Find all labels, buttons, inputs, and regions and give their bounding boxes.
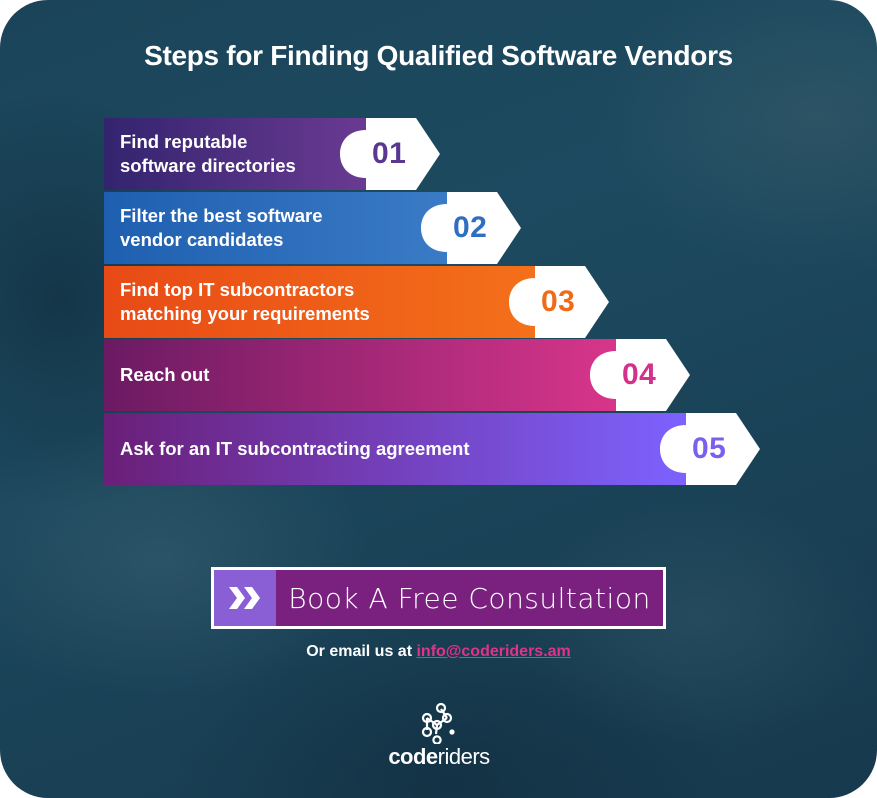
step-text: Reach out <box>120 364 210 385</box>
step-number-tag: 05 <box>660 413 766 485</box>
step-text: Find top IT subcontractors matching your… <box>120 279 370 324</box>
step-number: 01 <box>372 137 407 170</box>
step-text: Ask for an IT subcontracting agreement <box>120 438 470 459</box>
network-nodes-icon <box>421 702 455 745</box>
step-bar: Reach out <box>104 339 616 411</box>
tag-shape <box>421 192 521 264</box>
email-line: Or email us at info@coderiders.am <box>0 643 877 661</box>
cta-label: Book A Free Consultation <box>288 581 651 615</box>
tag-shape <box>509 266 609 338</box>
step-row: Find top IT subcontractors matching your… <box>104 266 615 338</box>
step-row: Find reputable software directories 01 <box>104 118 446 190</box>
step-number-tag: 03 <box>509 266 615 338</box>
double-chevron-right-icon <box>229 587 260 609</box>
step-number-tag: 02 <box>421 192 527 264</box>
step-number-tag: 01 <box>340 118 446 190</box>
step-row: Ask for an IT subcontracting agreement 0… <box>104 413 766 485</box>
tag-shape <box>340 118 440 190</box>
step-number: 04 <box>622 358 657 391</box>
email-link[interactable]: info@coderiders.am <box>416 643 571 660</box>
step-bar: Ask for an IT subcontracting agreement <box>104 413 686 485</box>
step-number: 02 <box>453 211 488 244</box>
step-row: Reach out 04 <box>104 339 696 411</box>
step-bar: Find top IT subcontractors matching your… <box>104 266 535 338</box>
cta-icon-box <box>214 570 276 626</box>
logo-wordmark-light: riders <box>437 744 491 769</box>
tag-shape <box>660 413 760 485</box>
email-prefix: Or email us at <box>306 643 417 660</box>
step-number-tag: 04 <box>590 339 696 411</box>
book-consultation-button[interactable]: Book A Free Consultation <box>211 567 666 629</box>
step-row: Filter the best software vendor candidat… <box>104 192 527 264</box>
step-bar: Find reputable software directories <box>104 118 366 190</box>
logo-wordmark-bold: code <box>388 744 438 769</box>
step-bar: Filter the best software vendor candidat… <box>104 192 447 264</box>
tag-shape <box>590 339 690 411</box>
step-text: Filter the best software vendor candidat… <box>120 205 323 250</box>
step-number: 05 <box>692 432 727 465</box>
step-number: 03 <box>541 285 576 318</box>
step-text: Find reputable software directories <box>120 131 296 176</box>
coderiders-logo: coderiders <box>380 700 498 780</box>
logo-wordmark: coderiders <box>380 744 498 770</box>
page-title: Steps for Finding Qualified Software Ven… <box>144 40 733 71</box>
